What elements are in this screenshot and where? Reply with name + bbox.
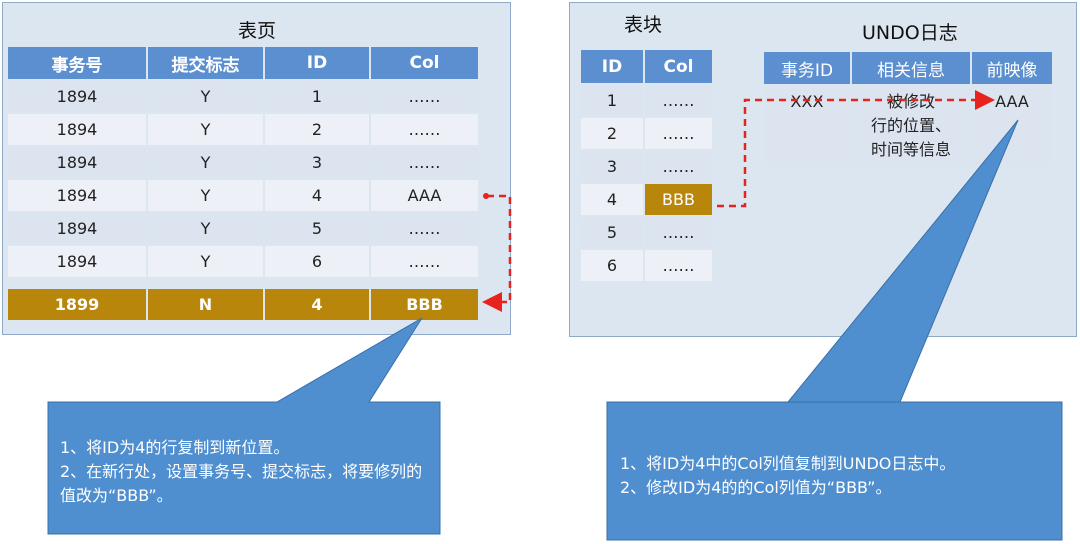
- undo-row: XXX 被修改 行的位置、 时间等信息 AAA: [764, 86, 1052, 166]
- left-panel-title: 表页: [238, 20, 277, 42]
- cell-id: 6: [581, 250, 643, 281]
- cell-col: ……: [645, 118, 712, 149]
- block-table: ID Col 1 …… 2 …… 3 …… 4 BBB 5 …… 6 ……: [579, 48, 714, 283]
- cell-txn: 1894: [8, 246, 146, 277]
- cell-col-modified: BBB: [645, 184, 712, 215]
- cell-flag: Y: [148, 114, 263, 145]
- info-line: 被修改: [886, 92, 935, 111]
- cell-txn: 1899: [8, 289, 146, 320]
- header-before-image: 前映像: [972, 52, 1052, 84]
- cell-id: 5: [581, 217, 643, 248]
- cell-id: 3: [581, 151, 643, 182]
- cell-col: ……: [371, 213, 478, 244]
- undo-log-table: 事务ID 相关信息 前映像 XXX 被修改 行的位置、 时间等信息 AAA: [762, 50, 1054, 168]
- cell-flag: Y: [148, 81, 263, 112]
- right-callout-shape: [606, 119, 1063, 541]
- cell-txn: 1894: [8, 180, 146, 211]
- table-row: 2 ……: [581, 118, 712, 149]
- cell-flag: N: [148, 289, 263, 320]
- header-col: Col: [645, 50, 712, 83]
- header-col: Col: [371, 47, 478, 79]
- left-page-table: 事务号 提交标志 ID Col 1894 Y 1 …… 1894 Y 2 …… …: [6, 45, 480, 322]
- cell-col: ……: [645, 217, 712, 248]
- table-row: 1894 Y 5 ……: [8, 213, 478, 244]
- table-row: 1894 Y 2 ……: [8, 114, 478, 145]
- cell-txn: 1894: [8, 81, 146, 112]
- cell-id: 6: [265, 246, 369, 277]
- table-row: 3 ……: [581, 151, 712, 182]
- table-row: 4 BBB: [581, 184, 712, 215]
- cell-col: ……: [645, 151, 712, 182]
- cell-txn: 1894: [8, 213, 146, 244]
- header-id: ID: [265, 47, 369, 79]
- info-line: 时间等信息: [870, 140, 951, 159]
- header-txn-id: 事务ID: [764, 52, 850, 84]
- right-panel-title: 表块: [624, 14, 663, 36]
- cell-flag: Y: [148, 246, 263, 277]
- cell-col: ……: [371, 114, 478, 145]
- table-row: 1894 Y 1 ……: [8, 81, 478, 112]
- cell-id: 2: [581, 118, 643, 149]
- table-row: 1894 Y 4 AAA: [8, 180, 478, 211]
- table-row: 1894 Y 3 ……: [8, 147, 478, 178]
- cell-col: ……: [645, 250, 712, 281]
- cell-col: ……: [645, 85, 712, 116]
- left-arrow-start-dot: [483, 193, 489, 199]
- table-row: 1894 Y 6 ……: [8, 246, 478, 277]
- cell-txn: 1894: [8, 147, 146, 178]
- cell-flag: Y: [148, 180, 263, 211]
- table-row: 6 ……: [581, 250, 712, 281]
- header-txn-no: 事务号: [8, 47, 146, 79]
- cell-col: AAA: [371, 180, 478, 211]
- header-commit-flag: 提交标志: [148, 47, 263, 79]
- right-undo-arrow: [717, 90, 995, 208]
- cell-id: 4: [265, 289, 369, 320]
- left-copy-arrow: [482, 194, 512, 312]
- right-callout-text: 1、将ID为4中的Col列值复制到UNDO日志中。 2、修改ID为4的的Col列…: [620, 454, 956, 497]
- cell-col: ……: [371, 147, 478, 178]
- cell-id: 4: [265, 180, 369, 211]
- new-row-highlighted: 1899 N 4 BBB: [8, 289, 478, 320]
- cell-id: 2: [265, 114, 369, 145]
- left-callout-text: 1、将ID为4的行复制到新位置。 2、在新行处，设置事务号、提交标志，将要修列的…: [60, 438, 423, 505]
- info-line: 行的位置、: [870, 116, 951, 135]
- cell-col: ……: [371, 246, 478, 277]
- table-row: 1 ……: [581, 85, 712, 116]
- undo-log-title: UNDO日志: [862, 22, 958, 44]
- cell-id: 3: [265, 147, 369, 178]
- cell-id: 1: [581, 85, 643, 116]
- cell-col: BBB: [371, 289, 478, 320]
- header-id: ID: [581, 50, 643, 83]
- cell-id: 4: [581, 184, 643, 215]
- cell-id: 1: [265, 81, 369, 112]
- left-callout-shape: [47, 317, 441, 535]
- cell-col: ……: [371, 81, 478, 112]
- cell-txn: 1894: [8, 114, 146, 145]
- header-related-info: 相关信息: [852, 52, 970, 84]
- cell-flag: Y: [148, 147, 263, 178]
- table-row: 5 ……: [581, 217, 712, 248]
- cell-flag: Y: [148, 213, 263, 244]
- cell-id: 5: [265, 213, 369, 244]
